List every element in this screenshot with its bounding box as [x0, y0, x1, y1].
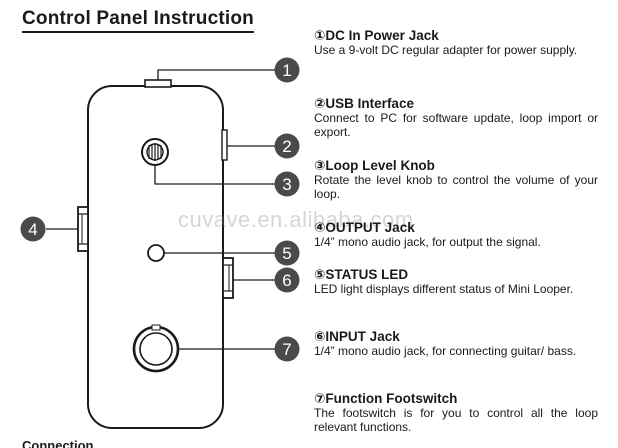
item-title: ⑦Function Footswitch [314, 391, 458, 406]
callout-number: 3 [282, 175, 291, 194]
leader-lines [46, 69, 275, 350]
callout-circle [274, 171, 300, 197]
callout-circle [274, 240, 300, 266]
callout-number: 1 [282, 61, 291, 80]
callout-1: 1 [274, 57, 300, 83]
callout-2: 2 [274, 133, 300, 159]
callout-3: 3 [274, 171, 300, 197]
item-title: ⑤STATUS LED [314, 267, 409, 282]
callout-circle [274, 267, 300, 293]
callout-circle [274, 336, 300, 362]
item-function-footswitch: ⑦Function Footswitch The footswitch is f… [314, 391, 598, 434]
item-text: The footswitch is for you to control all… [314, 406, 598, 434]
item-title: ⑥INPUT Jack [314, 329, 400, 344]
watermark: cuvave.en.alibaba.com [178, 207, 414, 232]
loop-level-knob [141, 138, 169, 166]
callout-5: 5 [274, 240, 300, 266]
item-text: Rotate the level knob to control the vol… [314, 173, 598, 201]
callout-circle [274, 57, 300, 83]
item-loop-level-knob: ③Loop Level Knob Rotate the level knob t… [314, 158, 598, 201]
function-footswitch [132, 324, 180, 373]
status-led [147, 244, 165, 262]
item-text: LED light displays different status of M… [314, 282, 574, 296]
callout-number: 2 [282, 137, 291, 156]
page-title: Control Panel Instruction [22, 8, 254, 33]
usb-port [221, 129, 228, 161]
leader-1 [157, 69, 275, 80]
item-input-jack: ⑥INPUT Jack 1/4” mono audio jack, for co… [314, 329, 598, 359]
item-output-jack: ④OUTPUT Jack 1/4” mono audio jack, for o… [314, 220, 598, 250]
item-title: ②USB Interface [314, 96, 414, 111]
item-usb-interface: ②USB Interface Connect to PC for softwar… [314, 96, 598, 139]
callout-circle [274, 133, 300, 159]
item-status-led: ⑤STATUS LED LED light displays different… [314, 267, 598, 297]
callout-number: 7 [282, 340, 291, 359]
item-text: Use a 9-volt DC regular adapter for powe… [314, 43, 578, 57]
input-jack [222, 257, 234, 299]
callout-number: 4 [28, 220, 37, 239]
output-jack [77, 206, 89, 252]
dc-jack [144, 79, 172, 88]
item-text: 1/4” mono audio jack, for connecting gui… [314, 344, 577, 358]
item-title: ④OUTPUT Jack [314, 220, 415, 235]
callout-circle [20, 216, 46, 242]
item-text: Connect to PC for software update, loop … [314, 111, 598, 139]
leader-3 [154, 165, 275, 185]
callout-7: 7 [274, 336, 300, 362]
item-title: ③Loop Level Knob [314, 158, 435, 173]
item-text: 1/4” mono audio jack, for output the sig… [314, 235, 541, 249]
next-section-heading: Connection [22, 438, 94, 448]
callout-number: 6 [282, 271, 291, 290]
callout-4: 4 [20, 216, 46, 242]
item-dc-power-jack: ①DC In Power Jack Use a 9-volt DC regula… [314, 28, 598, 58]
callout-6: 6 [274, 267, 300, 293]
callout-number: 5 [282, 244, 291, 263]
item-title: ①DC In Power Jack [314, 28, 439, 43]
